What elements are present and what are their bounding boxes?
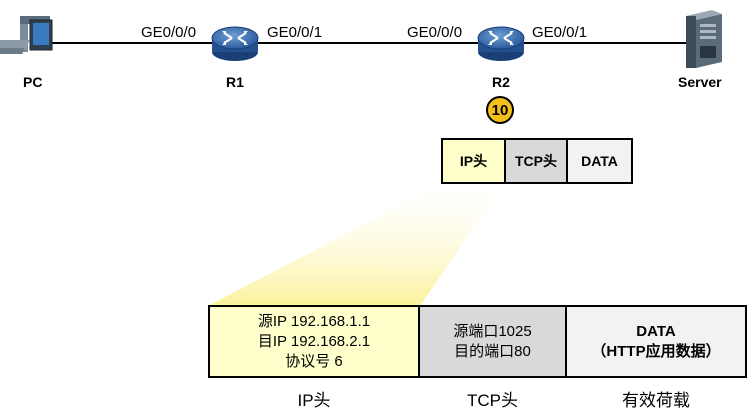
caption-tcp-header: TCP头	[467, 391, 518, 410]
destination-port-line: 目的端口80	[454, 342, 531, 360]
r1-interface-right-label: GE0/0/1	[267, 24, 323, 41]
source-port-line: 源端口1025	[453, 322, 532, 340]
destination-ip-line: 目IP 192.168.2.1	[257, 332, 371, 350]
packet-tcp-header: TCP头	[504, 138, 568, 184]
data-title-line: DATA	[636, 322, 676, 340]
pc-icon	[0, 16, 53, 54]
packet-data: DATA	[566, 138, 633, 184]
highlight-beam	[208, 183, 504, 306]
protocol-number-line: 协议号 6	[285, 352, 343, 370]
r1-label: R1	[226, 74, 244, 90]
router-r2-icon	[477, 26, 525, 61]
caption-ip-header: IP头	[297, 391, 331, 410]
data-subtitle-line: （HTTP应用数据）	[591, 342, 721, 360]
detail-ip-header: 源IP 192.168.1.1 目IP 192.168.2.1 协议号 6	[208, 305, 420, 378]
detail-data-payload: DATA （HTTP应用数据）	[565, 305, 747, 378]
detail-tcp-header: 源端口1025 目的端口80	[418, 305, 567, 378]
server-label: Server	[678, 74, 722, 90]
r2-label: R2	[492, 74, 510, 90]
server-icon	[686, 10, 722, 68]
router-r1-icon	[211, 26, 259, 61]
caption-payload: 有效荷载	[622, 391, 690, 410]
step-number-badge: 10	[486, 96, 514, 124]
r1-interface-left-label: GE0/0/0	[141, 24, 197, 41]
r2-interface-right-label: GE0/0/1	[532, 24, 588, 41]
r2-interface-left-label: GE0/0/0	[407, 24, 463, 41]
packet-ip-header: IP头	[441, 138, 506, 184]
pc-label: PC	[23, 74, 43, 90]
source-ip-line: 源IP 192.168.1.1	[257, 312, 371, 330]
